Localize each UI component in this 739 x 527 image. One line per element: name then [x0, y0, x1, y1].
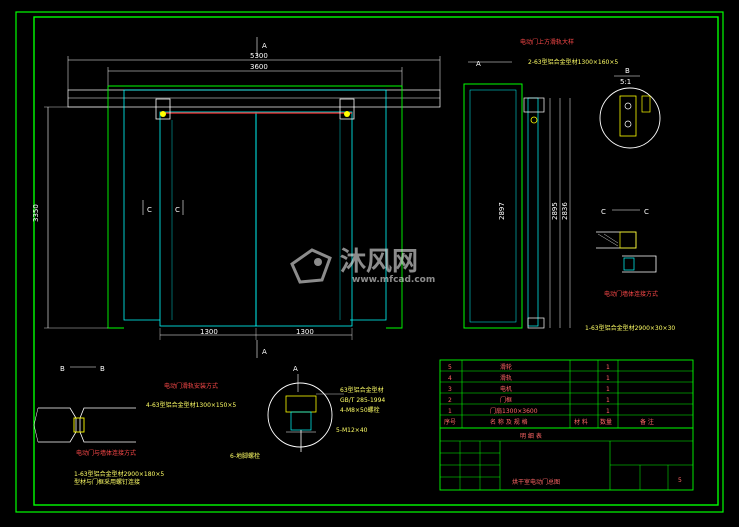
outer-frame: [15, 11, 724, 513]
detail-b: B 5:1: [599, 67, 661, 149]
detail-a-callout-4: 5-M12×40: [336, 427, 368, 434]
parts-row-qty: 1: [606, 386, 610, 393]
parts-row-name: 电机: [500, 385, 512, 393]
section-a-dim-3: 2836: [561, 202, 569, 220]
section-a-mark: A: [476, 60, 481, 68]
parts-row-name: 滑轮: [500, 363, 512, 371]
detail-c-c: C C 电动门墙体连接方式 1-63型铝合金型材2900×30×30: [585, 208, 675, 332]
detail-a-callout-2: GB/T 285-1994: [340, 397, 385, 404]
dim-left-leaf: 1300: [200, 328, 218, 336]
parts-header-material: 材 料: [574, 418, 588, 426]
parts-row-qty: 1: [606, 408, 610, 415]
section-b-note-side: 电动门与墙体连接方式: [76, 449, 136, 457]
parts-row-no: 2: [448, 397, 452, 404]
section-a-note-top: 电动门上方滑轨大样: [520, 38, 574, 46]
section-a-a: A 电动门上方滑轨大样 2-63型铝合金型材1300×160×5 2897 28…: [463, 38, 618, 329]
dim-right-leaf: 1300: [296, 328, 314, 336]
section-b-label-left: B: [60, 365, 65, 373]
parts-list-table: 5 滑轮 1 4 滑轨 1 3 电机 1 2 门框 1 1 门扇1300×360…: [439, 359, 694, 429]
inner-frame: [33, 16, 719, 506]
parts-row-name: 门扇1300×3600: [490, 407, 538, 415]
detail-b-label: B: [625, 67, 630, 75]
detail-a-callout-3: 4-M8×50螺栓: [340, 406, 380, 414]
detail-a-note-sub: 4-63型铝合金型材1300×150×5: [146, 401, 236, 409]
parts-row-no: 1: [448, 408, 452, 415]
section-a-note-sub: 2-63型铝合金型材1300×160×5: [528, 58, 618, 66]
parts-row-no: 3: [448, 386, 452, 393]
sheet-number: 5: [678, 477, 682, 484]
parts-header-remark: 备 注: [640, 418, 654, 426]
parts-row-no: 5: [448, 364, 452, 371]
parts-row-qty: 1: [606, 364, 610, 371]
detail-a-note-top: 电动门滑轨安装方式: [164, 382, 218, 390]
parts-header-qty: 数量: [600, 418, 612, 426]
watermark-url: www.mfcad.com: [352, 275, 435, 285]
detail-a-callout-1: 63型铝合金型材: [340, 386, 384, 394]
title-block: 明 细 表 烘干室电动门总图 5: [439, 427, 694, 491]
dim-overall: 5300: [250, 52, 268, 60]
detail-a-mark: A: [293, 365, 298, 373]
detail-c-label-right: C: [644, 208, 649, 216]
detail-b-scale: 5:1: [620, 78, 631, 86]
section-b-note: 1-63型铝合金型材2900×180×5: [74, 470, 164, 478]
drawing-title: 烘干室电动门总图: [512, 478, 560, 486]
parts-list-title: 明 细 表: [520, 432, 542, 440]
parts-row-name: 滑轨: [500, 374, 512, 382]
cut-c-right: C: [175, 206, 180, 214]
detail-c-note: 电动门墙体连接方式: [604, 290, 658, 298]
watermark: 沐风网 www.mfcad.com: [290, 247, 435, 285]
detail-c-note-sub: 1-63型铝合金型材2900×30×30: [585, 324, 675, 332]
watermark-brand: 沐风网: [340, 247, 418, 277]
door-elevation: 5300 3600 A 3350: [32, 37, 441, 358]
parts-row-qty: 1: [606, 375, 610, 382]
cut-c-left: C: [147, 206, 152, 214]
dim-height: 3350: [32, 204, 40, 222]
section-mark-top: A: [262, 42, 267, 50]
parts-row-name: 门框: [500, 396, 512, 404]
parts-header-no: 序号: [444, 418, 456, 426]
detail-c-label-left: C: [601, 208, 606, 216]
section-b-note-sub: 型材与门框采用螺钉连接: [74, 478, 140, 486]
watermark-logo: [290, 248, 332, 284]
section-a-dim-2: 2895: [551, 202, 559, 220]
detail-a-callout-5: 6-地脚螺栓: [230, 452, 260, 460]
section-b-label-right: B: [100, 365, 105, 373]
parts-row-qty: 1: [606, 397, 610, 404]
section-mark-bottom: A: [262, 348, 267, 356]
dim-inner: 3600: [250, 63, 268, 71]
parts-row-no: 4: [448, 375, 452, 382]
section-a-dim-1: 2897: [498, 202, 506, 220]
detail-a: A 电动门滑轨安装方式 4-63型铝合金型材1300×150×5 63型铝合金型…: [146, 365, 385, 460]
section-b-b: B B 电动门与墙体连接方式 1-63型铝合金型材2900×180×5 型材与门…: [33, 365, 164, 486]
parts-header-name: 名 称 及 规 格: [490, 418, 528, 426]
